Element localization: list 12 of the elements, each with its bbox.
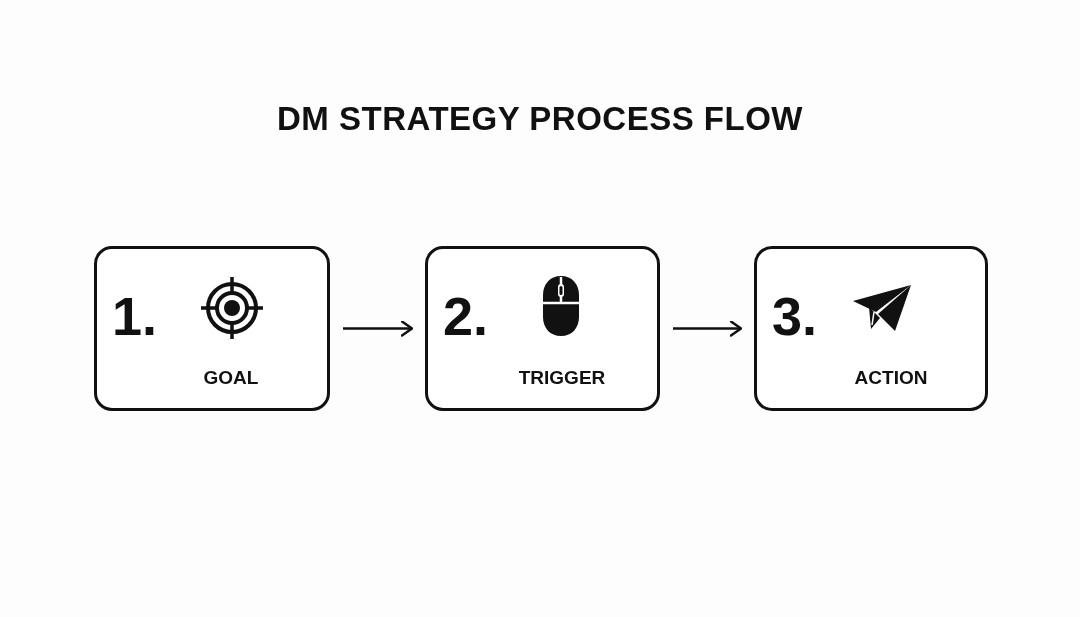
- step-number: 2.: [443, 289, 489, 343]
- step-label: GOAL: [203, 368, 259, 387]
- step-number: 1.: [112, 289, 158, 343]
- process-box: [754, 246, 988, 411]
- arrow: [673, 320, 743, 337]
- step-label: ACTION: [854, 368, 928, 387]
- arrow: [343, 320, 414, 337]
- title: DM STRATEGY PROCESS FLOW: [277, 100, 803, 137]
- process-box: [94, 246, 330, 411]
- step-number: 3.: [772, 289, 818, 343]
- process-box: [425, 246, 660, 411]
- step-label: TRIGGER: [518, 368, 606, 387]
